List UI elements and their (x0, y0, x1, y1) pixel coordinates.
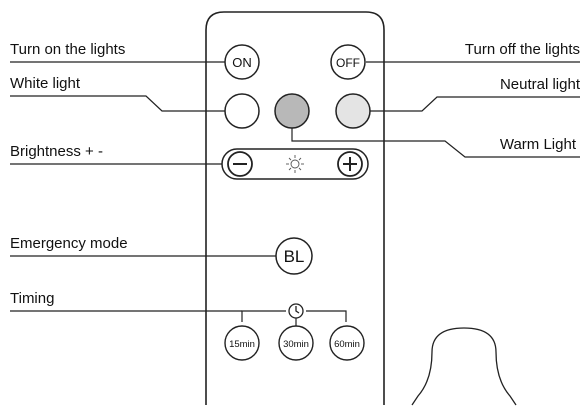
on-button[interactable]: ON (224, 44, 260, 80)
timing-bracket (241, 310, 286, 322)
timer-15min-label: 15min (229, 339, 255, 350)
label-white-light: White light (10, 75, 81, 92)
timing-bracket-right (306, 310, 347, 322)
bulb-outline (411, 327, 517, 406)
leader-warm (291, 127, 580, 158)
label-brightness: Brightness + - (10, 143, 103, 160)
label-neutral-light: Neutral light (499, 76, 580, 93)
white-light-button[interactable] (224, 93, 260, 129)
leader-neutral (370, 96, 580, 112)
label-warm-light: Warm Light (499, 136, 576, 153)
bl-button-label: BL (284, 247, 305, 266)
timer-60min-button[interactable]: 60min (329, 325, 365, 361)
warm-light-button[interactable] (274, 93, 310, 129)
off-button[interactable]: OFF (330, 44, 366, 80)
timer-30min-button[interactable]: 30min (278, 325, 314, 361)
timer-30min-label: 30min (283, 339, 309, 350)
leader-lines (10, 61, 580, 326)
emergency-bl-button[interactable]: BL (275, 237, 313, 275)
label-turn-on: Turn on the lights (10, 41, 126, 58)
brightness-minus-button[interactable] (227, 151, 253, 177)
label-timing: Timing (10, 290, 55, 307)
on-button-label: ON (232, 55, 252, 70)
brightness-plus-button[interactable] (337, 151, 363, 177)
label-turn-off: Turn off the lights (464, 41, 580, 58)
neutral-light-button[interactable] (335, 93, 371, 129)
off-button-label: OFF (336, 56, 360, 70)
timer-60min-label: 60min (334, 339, 360, 350)
leader-white (10, 95, 226, 112)
clock-icon (288, 303, 304, 319)
sun-icon (286, 155, 304, 173)
label-emergency-mode: Emergency mode (10, 235, 128, 252)
timer-15min-button[interactable]: 15min (224, 325, 260, 361)
brightness-bar (221, 148, 369, 180)
remote-body (205, 11, 385, 405)
